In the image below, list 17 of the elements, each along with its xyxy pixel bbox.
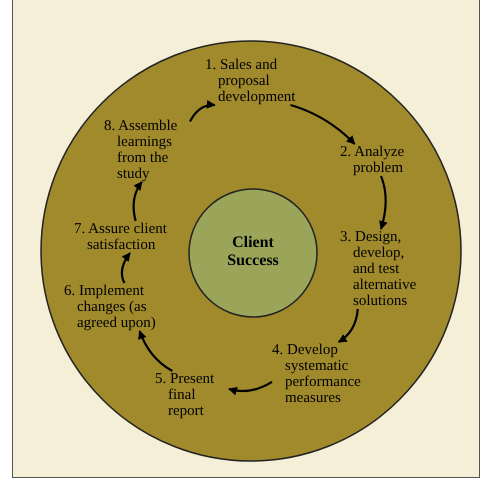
arrow — [138, 330, 173, 372]
step-label: 6. Implement changes (as agreed upon) — [64, 283, 157, 331]
step-label: 1. Sales and proposal development — [205, 57, 296, 105]
arrow — [338, 308, 359, 343]
center-label: Client Success — [226, 234, 280, 270]
step-label: 8. Assemble learnings from the study — [104, 118, 178, 182]
arrow — [132, 181, 143, 222]
arrow — [290, 104, 356, 145]
arrow — [120, 252, 131, 284]
step-label: 7. Assure client satisfaction — [74, 221, 168, 253]
arrow — [378, 176, 388, 230]
step-label: 5. Present final report — [155, 371, 216, 419]
step-label: 3. Design, develop, and test alternative solutions — [340, 229, 418, 309]
arrow — [228, 380, 273, 396]
step-label: 4. Develop systematic performance measures — [272, 342, 362, 406]
step-label: 2. Analyze problem — [340, 144, 406, 176]
arrow — [189, 100, 216, 122]
